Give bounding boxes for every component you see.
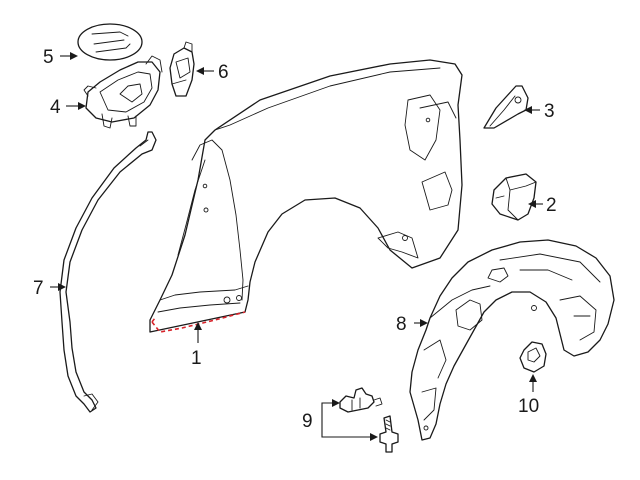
drain-hose-part [59, 131, 157, 413]
fastener-screw-part [379, 415, 399, 453]
fastener-push-pin-part [339, 387, 383, 413]
quarter-panel-part [149, 59, 463, 333]
fuel-housing-part [83, 55, 163, 129]
callout-7: 7 [33, 278, 44, 299]
callout-labels: 1 2 3 4 5 6 7 8 9 10 [33, 47, 557, 432]
callout-8: 8 [396, 314, 407, 335]
hinge-part [169, 41, 195, 97]
leader-lines [50, 52, 543, 441]
callout-6: 6 [218, 62, 229, 83]
wheel-liner-part [409, 239, 615, 441]
callout-5: 5 [43, 47, 54, 68]
callout-9: 9 [302, 411, 313, 432]
callout-3: 3 [544, 101, 555, 122]
callout-1: 1 [191, 348, 202, 369]
callout-4: 4 [50, 97, 61, 118]
bracket-part [491, 173, 537, 221]
callout-10: 10 [518, 396, 539, 417]
callout-2: 2 [546, 195, 557, 216]
fuel-door-part [77, 23, 143, 61]
triangle-trim-part [483, 85, 529, 129]
nut-part [519, 341, 547, 373]
quarter-panel-seam-highlight [151, 311, 246, 333]
